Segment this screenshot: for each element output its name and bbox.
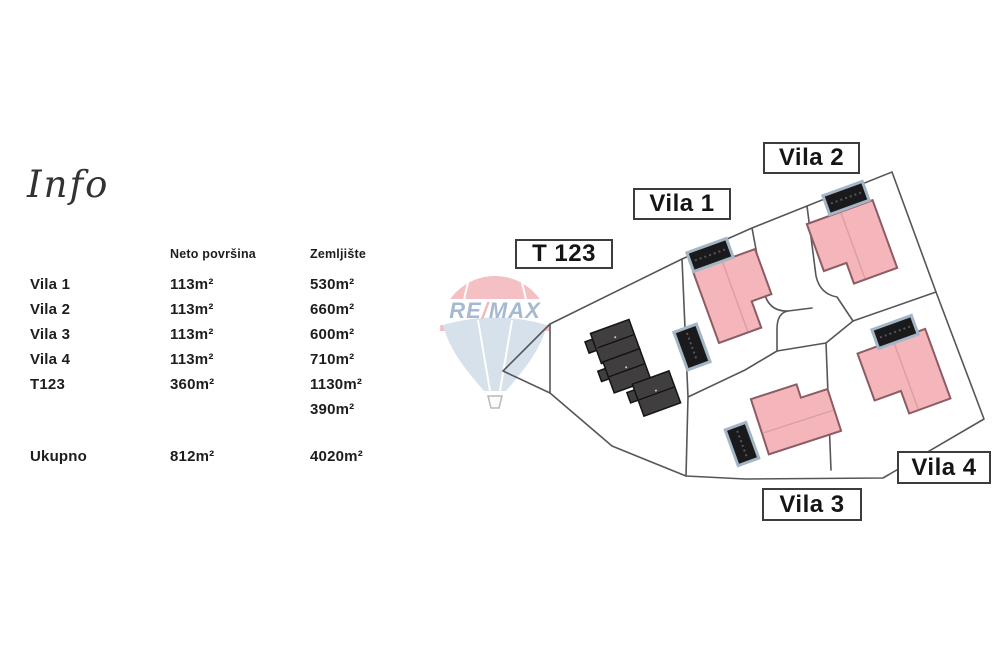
row-label: T123 [30, 376, 65, 393]
vila2-parking-pad [820, 179, 872, 217]
t123-building [584, 318, 682, 418]
vila3-parking-pad [723, 420, 761, 468]
balloon-basket [487, 395, 503, 409]
table-row: Vila 3 113m² 600m² [30, 326, 440, 351]
row-zemljiste: 710m² [310, 351, 355, 368]
row-zemljiste: 600m² [310, 326, 355, 343]
row-zemljiste: 1130m² [310, 376, 363, 393]
table-row: Vila 4 113m² 710m² [30, 351, 440, 376]
column-header-neto: Neto površina [170, 247, 256, 261]
remax-balloon-watermark: RE/MAX [436, 276, 564, 409]
row-zemljiste: 660m² [310, 301, 355, 318]
vila2-house [805, 198, 899, 285]
table-row: Vila 2 113m² 660m² [30, 301, 440, 326]
table-header-row: Neto površina Zemljište [30, 247, 440, 276]
table-row-total: Ukupno 812m² 4020m² [30, 448, 440, 473]
vila4-house [856, 327, 952, 415]
page-title: Info [27, 163, 110, 206]
label-vila2: Vila 2 [763, 142, 860, 174]
row-neto: 360m² [170, 376, 215, 393]
row-neto: 113m² [170, 276, 214, 293]
watermark-brand: RE/MAX [449, 298, 541, 323]
label-t123: T 123 [515, 239, 613, 269]
parking-pads [671, 179, 921, 468]
vila1-house [691, 247, 773, 345]
road-east-edge [806, 205, 854, 322]
vila4-parking-pad [869, 313, 921, 351]
label-vila4: Vila 4 [897, 451, 991, 484]
label-vila1: Vila 1 [633, 188, 731, 220]
central-parking-pad [671, 322, 713, 372]
row-neto: 113m² [170, 326, 214, 343]
label-vila3: Vila 3 [762, 488, 862, 521]
vila2-vila4-divider [852, 291, 937, 322]
vila3-house [749, 383, 843, 456]
row-label: Ukupno [30, 448, 88, 465]
row-zemljiste: 390m² [310, 401, 355, 418]
info-table: Neto površina Zemljište Vila 1 113m² 530… [30, 247, 440, 473]
table-row: T123 360m² 1130m² [30, 376, 440, 401]
row-label: Vila 2 [30, 301, 71, 318]
table-row: 390m² [30, 401, 440, 426]
row-neto: 812m² [170, 448, 215, 465]
row-neto: 113m² [170, 301, 214, 318]
row-label: Vila 4 [30, 351, 71, 368]
central-divider [687, 320, 854, 398]
row-label: Vila 1 [30, 276, 71, 293]
row-zemljiste: 530m² [310, 276, 355, 293]
row-neto: 113m² [170, 351, 214, 368]
row-zemljiste: 4020m² [310, 448, 363, 465]
vila1-parking-pad [684, 236, 736, 274]
table-row: Vila 1 113m² 530m² [30, 276, 440, 301]
column-header-zemljiste: Zemljište [310, 247, 366, 261]
row-label: Vila 3 [30, 326, 71, 343]
